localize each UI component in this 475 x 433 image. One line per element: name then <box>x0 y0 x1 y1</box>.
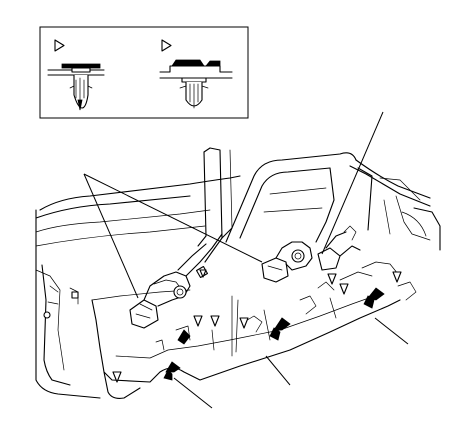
seat-belt-latch-right <box>317 225 361 271</box>
seat-belt-buckle-center <box>261 241 313 283</box>
triangle-marker <box>392 271 402 283</box>
clip-direction-arrows <box>163 287 385 381</box>
triangle-marker <box>327 273 337 285</box>
up-arrow <box>363 287 385 309</box>
triangle-marker <box>112 371 122 383</box>
car-interior-floor-scene <box>35 111 441 409</box>
triangle-marker-right <box>161 39 172 52</box>
inset-frame <box>39 26 249 119</box>
left-door-panel <box>35 209 101 399</box>
triangle-marker <box>210 315 220 327</box>
up-arrow <box>269 317 291 341</box>
trim-clip-detail <box>159 59 233 109</box>
triangle-marker-left <box>54 39 65 52</box>
triangle-marker <box>193 315 203 327</box>
leader-line <box>265 355 291 386</box>
fastener-detail-inset <box>39 26 249 119</box>
leader-line <box>374 317 409 345</box>
push-clip-detail <box>47 63 105 111</box>
right-seat-back <box>225 152 357 243</box>
seat-belt-buckle-left <box>129 271 191 329</box>
triangle-marker <box>339 283 349 295</box>
leader-line <box>321 111 384 255</box>
triangle-marker <box>199 269 207 278</box>
callout-leaders <box>83 111 409 409</box>
clip-markers <box>112 269 402 383</box>
up-arrow <box>163 361 181 381</box>
center-seat-frame <box>204 147 223 263</box>
leader-line <box>83 173 263 263</box>
leader-line <box>83 173 139 299</box>
up-arrow <box>177 329 191 345</box>
rear-seat-outline <box>39 175 241 211</box>
triangle-marker <box>239 317 249 329</box>
leader-line <box>173 377 213 409</box>
